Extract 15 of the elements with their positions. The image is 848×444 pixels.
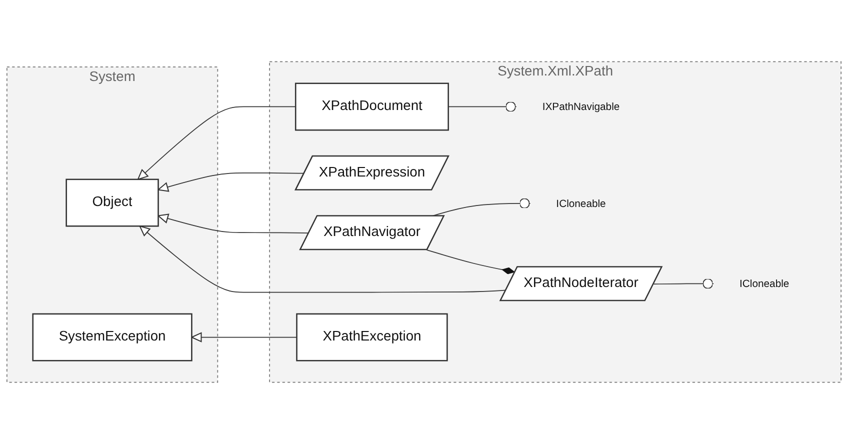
node-text: IXPathNavigable <box>542 100 620 113</box>
connector <box>653 278 714 289</box>
node-box: SystemException <box>32 313 192 362</box>
node-box: Object <box>66 178 159 227</box>
arrow <box>158 172 305 192</box>
arrow <box>137 106 296 180</box>
node-box: XPathException <box>296 313 448 362</box>
arrow <box>191 332 298 342</box>
connector <box>448 102 517 112</box>
node-box: XPathDocument <box>294 82 449 131</box>
connector <box>426 249 516 274</box>
node-text: ICloneable <box>556 197 606 210</box>
arrow <box>139 226 507 293</box>
node-text: ICloneable <box>740 278 790 290</box>
arrow <box>158 214 310 234</box>
